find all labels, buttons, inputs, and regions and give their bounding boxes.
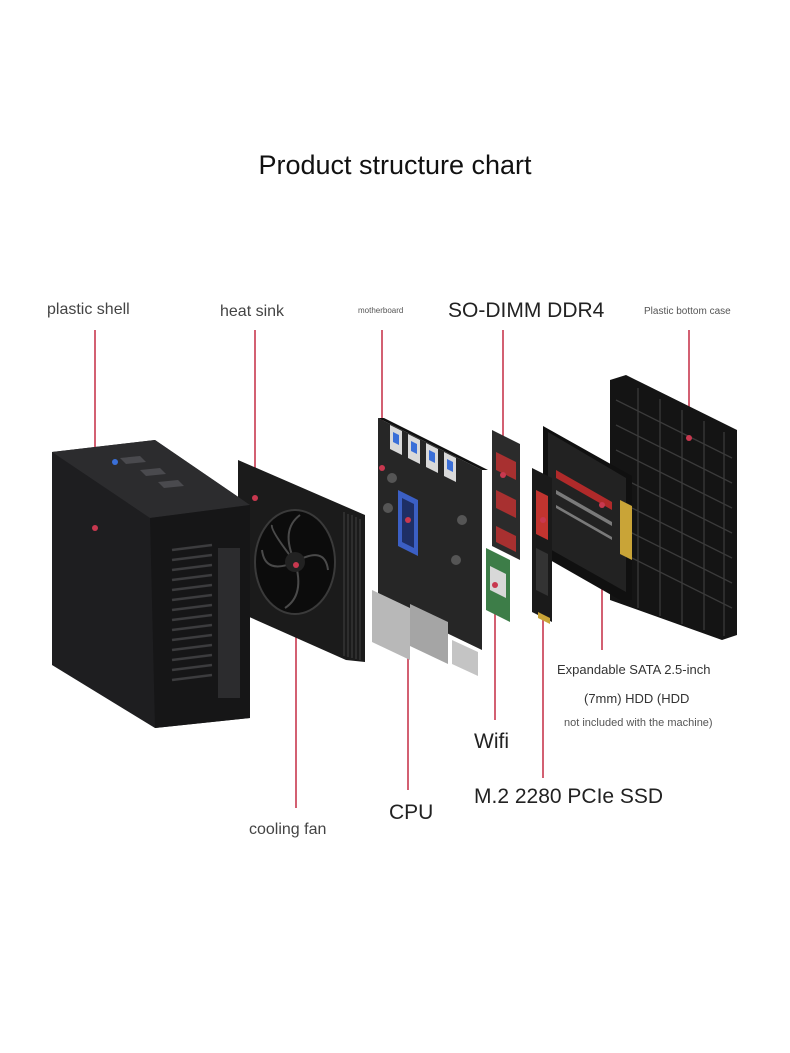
wifi-card-shape [486,548,510,622]
label-m2-ssd: M.2 2280 PCIe SSD [474,785,664,808]
heat-sink-shape [238,460,365,662]
sodimm-shape [492,430,520,560]
sata-drive-shape [543,426,632,600]
m2-ssd-shape [532,468,552,624]
label-so-dimm: SO-DIMM DDR4 [448,299,605,322]
page-title: Product structure chart [258,150,532,180]
bottom-case-shape [610,375,737,640]
label-cpu: CPU [389,801,434,824]
motherboard-shape [372,418,488,676]
label-wifi: Wifi [474,730,509,753]
label-sata-line3: not included with the machine) [564,717,713,729]
label-cooling-fan: cooling fan [249,821,327,838]
label-motherboard: motherboard [358,306,404,315]
label-sata-line1: Expandable SATA 2.5-inch [557,662,711,677]
label-sata-line2: (7mm) HDD (HDD [584,691,690,706]
label-heat-sink: heat sink [220,303,285,320]
plastic-shell-shape [52,440,250,728]
label-plastic-shell: plastic shell [47,301,130,318]
label-bottom-case: Plastic bottom case [644,306,731,317]
